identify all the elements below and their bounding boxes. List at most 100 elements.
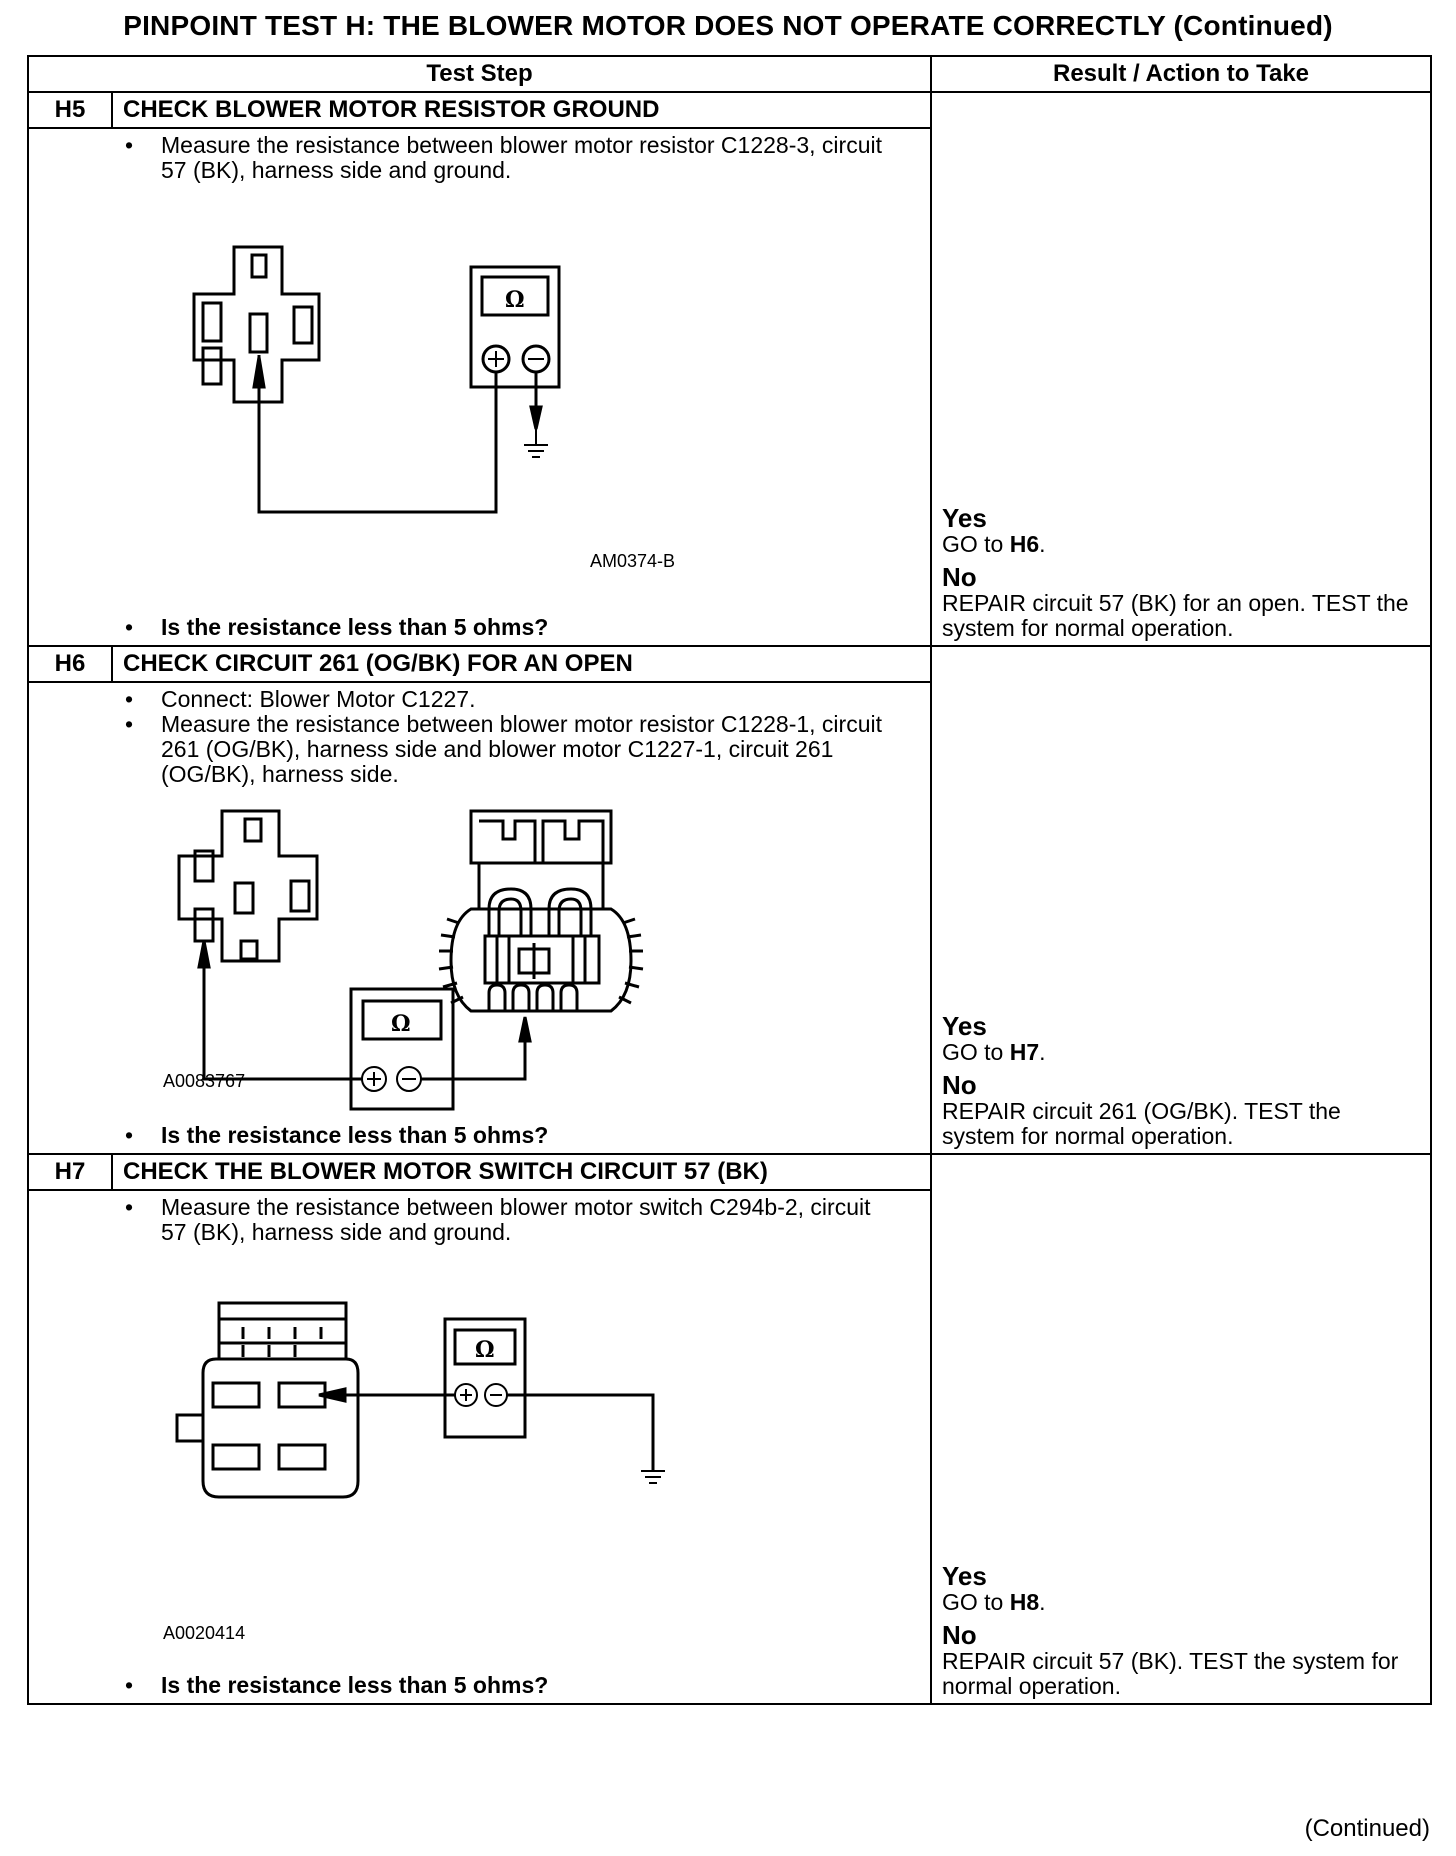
no-action: REPAIR circuit 57 (BK). TEST the system … [942,1648,1399,1699]
step-title: CHECK BLOWER MOTOR RESISTOR GROUND [111,91,932,129]
step-id: H7 [27,1153,113,1191]
connector-cavity [277,1443,327,1471]
step-id: H6 [27,645,113,683]
step-title: CHECK CIRCUIT 261 (OG/BK) FOR AN OPEN [111,645,932,683]
resistor-connector-outline [177,809,319,963]
result-block: Yes GO to H6. No REPAIR circuit 57 (BK) … [942,504,1420,641]
blower-switch-connector [175,1301,360,1499]
column-header-result: Result / Action to Take [930,55,1432,93]
ohm-symbol: Ω [475,1337,495,1363]
result-block: Yes GO to H7. No REPAIR circuit 261 (OG/… [942,1012,1420,1149]
no-action: REPAIR circuit 57 (BK) for an open. TEST… [942,590,1409,641]
result-block: Yes GO to H8. No REPAIR circuit 57 (BK).… [942,1562,1420,1699]
step-body-row: Measure the resistance between blower mo… [27,127,1431,647]
instruction-item: Measure the resistance between blower mo… [29,1195,930,1245]
page-title: PINPOINT TEST H: THE BLOWER MOTOR DOES N… [123,10,1333,41]
ohmmeter-body [443,1317,527,1439]
ground-icon [524,429,548,458]
ohm-symbol: Ω [505,287,525,313]
step-header-row: H6 CHECK CIRCUIT 261 (OG/BK) FOR AN OPEN… [27,645,1432,1155]
ohm-symbol: Ω [391,1011,411,1037]
blower-motor-connector [438,809,644,1013]
step-body-row: Measure the resistance between blower mo… [27,1189,1431,1705]
probe-tip [318,1387,347,1403]
yes-label: Yes [942,1011,987,1041]
instruction-item: Connect: Blower Motor C1227. [29,687,930,713]
step-instructions: Connect: Blower Motor C1227. Measure the… [29,687,930,787]
ohmmeter-plus-jack [481,344,511,374]
connector-cavity [277,1381,327,1409]
no-label: No [942,1620,977,1650]
yes-action: GO to H6. [942,531,1046,557]
step-question: •Is the resistance less than 5 ohms? [125,614,549,640]
ground-icon [641,1470,665,1484]
connector-terminal [250,253,268,279]
pinpoint-test-table: Test Step Result / Action to Take H5 CHE… [27,55,1432,1705]
probe-tip [518,1016,532,1043]
yes-target: H8 [1009,1589,1040,1615]
yes-target: H7 [1009,1039,1040,1065]
ohmmeter-display [453,1328,517,1366]
step-question: •Is the resistance less than 5 ohms? [125,1672,549,1698]
figure-code: A0083767 [163,1071,246,1091]
plus-sign-icon [367,1072,381,1086]
result-cell: Yes GO to H6. No REPAIR circuit 57 (BK) … [930,91,1432,647]
ohmmeter-display [480,275,550,317]
connector-terminal [233,881,255,915]
no-action: REPAIR circuit 261 (OG/BK). TEST the sys… [942,1098,1341,1149]
figure-code: AM0374-B [590,551,676,571]
result-cell: Yes GO to H8. No REPAIR circuit 57 (BK).… [930,1153,1432,1705]
ohmmeter-minus-jack [521,344,551,374]
step-instructions: Measure the resistance between blower mo… [29,133,930,183]
connector-terminal [201,301,223,343]
result-cell: Yes GO to H7. No REPAIR circuit 261 (OG/… [930,645,1432,1155]
yes-label: Yes [942,1561,987,1591]
step-body: Measure the resistance between blower mo… [27,127,932,647]
yes-action: GO to H7. [942,1039,1046,1065]
plus-sign-icon [460,1389,472,1401]
meter-positive-lead [202,967,362,1081]
instruction-item: Measure the resistance between blower mo… [29,133,930,183]
meter-negative-lead [507,1393,655,1471]
connector-terminal [289,879,311,913]
step-body: Measure the resistance between blower mo… [27,1189,932,1705]
yes-label: Yes [942,503,987,533]
h5-wiring-diagram: Ω [192,245,561,514]
connector-cavity [211,1381,261,1409]
step-id: H5 [27,91,113,129]
h7-wiring-diagram: Ω [175,1301,665,1499]
step-header-row: H5 CHECK BLOWER MOTOR RESISTOR GROUND Ye… [27,91,1432,647]
connector-terminal [193,907,215,943]
plus-sign-icon [488,351,504,367]
no-label: No [942,562,977,592]
connector-terminal [292,305,314,345]
probe-tip [197,940,211,969]
yes-target: H6 [1009,531,1040,557]
meter-negative-lead [421,1041,527,1081]
connector-terminal [243,817,263,843]
table-header-row: Test Step Result / Action to Take [27,55,1432,93]
ohmmeter-body [469,265,561,389]
h6-wiring-diagram: Ω [177,809,644,1111]
ohmmeter-display [361,999,443,1041]
step-header-row: H7 CHECK THE BLOWER MOTOR SWITCH CIRCUIT… [27,1153,1432,1705]
continued-footer: (Continued) [1304,1815,1430,1842]
connector-terminal [239,939,259,961]
step-question: •Is the resistance less than 5 ohms? [125,1122,549,1148]
ohmmeter-body [349,987,455,1111]
no-label: No [942,1070,977,1100]
column-header-test-step: Test Step [27,55,932,93]
connector-cavity [211,1443,261,1471]
step-body: Connect: Blower Motor C1227. Measure the… [27,681,932,1155]
probe-tip [529,405,543,430]
resistor-connector-outline [192,245,321,404]
probe-tip [252,356,266,389]
step-title: CHECK THE BLOWER MOTOR SWITCH CIRCUIT 57… [111,1153,932,1191]
connector-terminal [248,312,269,354]
figure-code: A0020414 [163,1623,246,1643]
yes-action: GO to H8. [942,1589,1046,1615]
connector-terminal [193,849,215,883]
meter-positive-lead [257,373,498,514]
step-instructions: Measure the resistance between blower mo… [29,1195,930,1245]
step-body-row: Connect: Blower Motor C1227. Measure the… [27,681,1431,1155]
